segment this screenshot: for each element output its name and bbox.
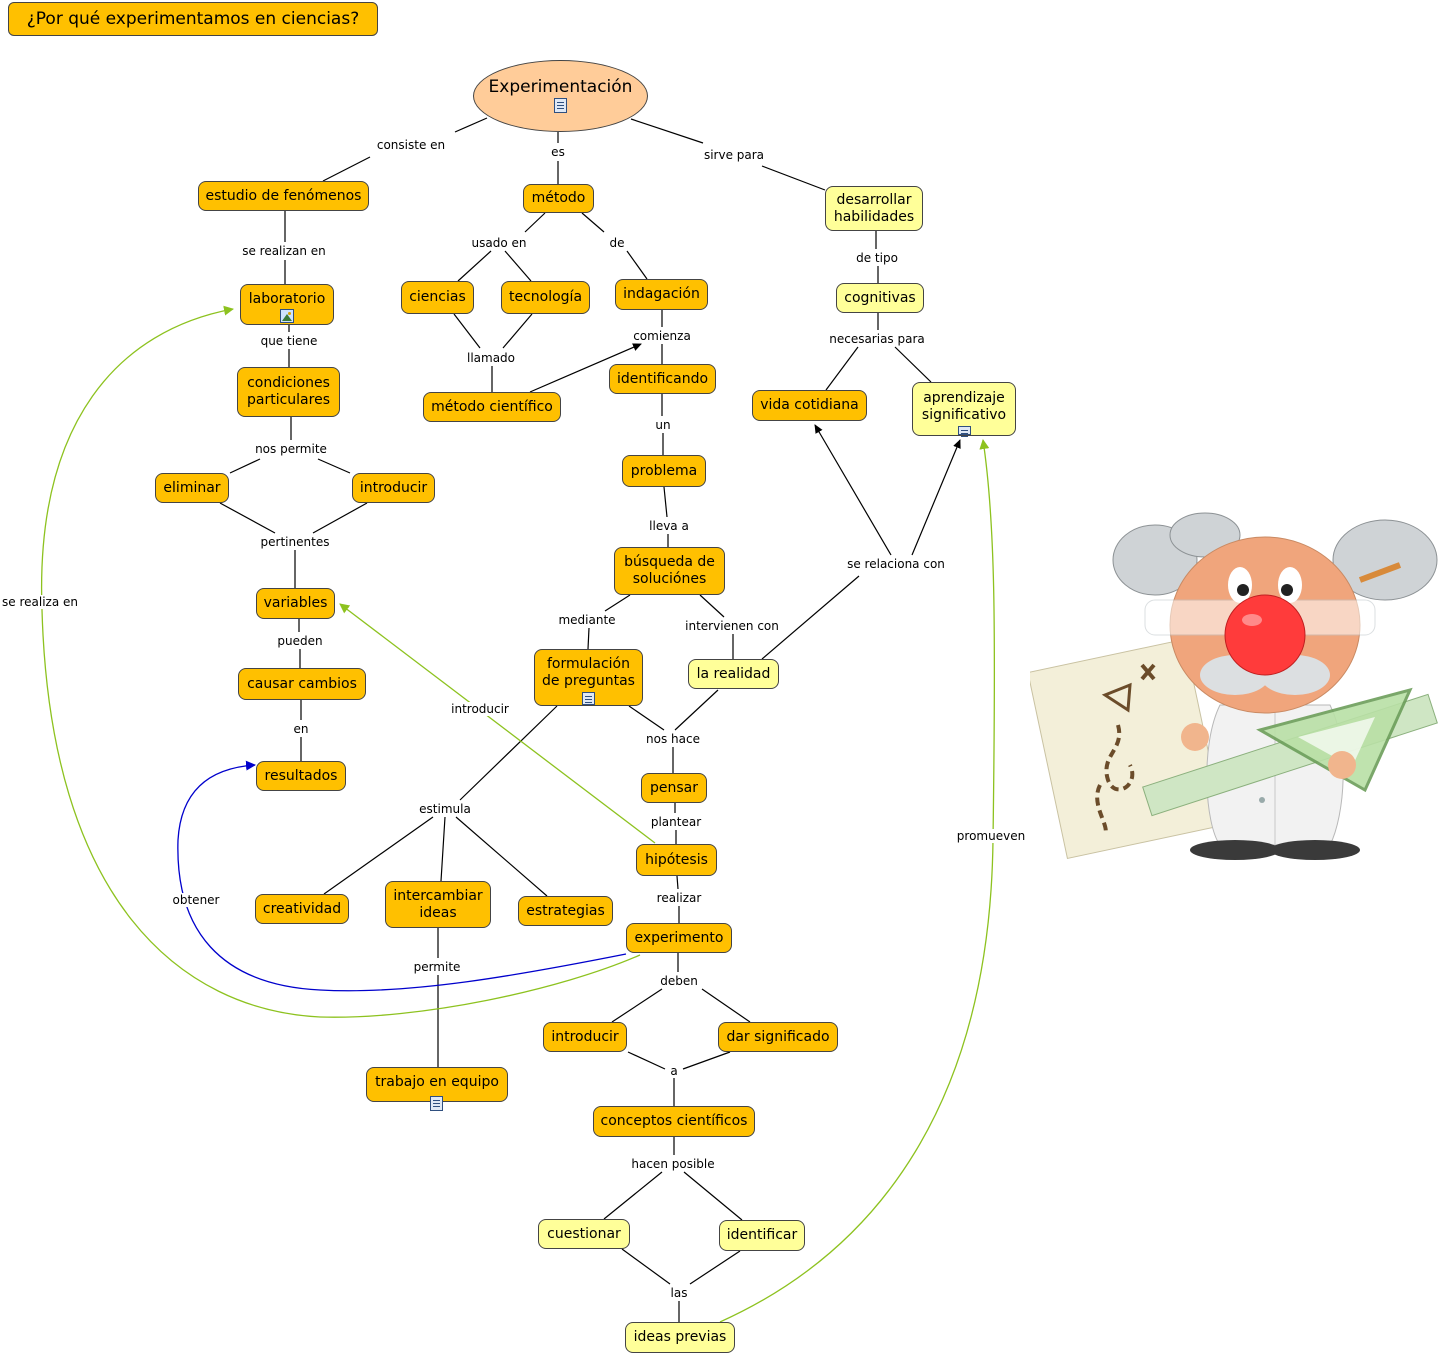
- link-label: que tiene: [258, 334, 320, 348]
- link-label: pertinentes: [258, 535, 332, 549]
- link-label: introducir: [449, 702, 511, 716]
- link-label: lleva a: [647, 519, 691, 533]
- link-label: obtener: [170, 893, 222, 907]
- concept-label: aprendizaje significativo: [921, 390, 1007, 423]
- concept-formulacion-preguntas[interactable]: formulación de preguntas: [534, 649, 643, 706]
- concept-aprendizaje-significativo[interactable]: aprendizaje significativo: [912, 382, 1016, 436]
- document-icon[interactable]: [430, 1096, 443, 1111]
- link-label: de tipo: [854, 251, 900, 265]
- link-label: es: [549, 145, 567, 159]
- concept-label: trabajo en equipo: [375, 1074, 499, 1090]
- link-label: mediante: [556, 613, 618, 627]
- concept-indagacion[interactable]: indagación: [615, 279, 708, 310]
- concept-experimento[interactable]: experimento: [626, 923, 732, 953]
- link-label: comienza: [631, 329, 693, 343]
- link-label: nos permite: [253, 442, 329, 456]
- document-icon[interactable]: [582, 692, 595, 705]
- concept-pensar[interactable]: pensar: [641, 773, 707, 803]
- link-label: intervienen con: [683, 619, 781, 633]
- link-label: nos hace: [644, 732, 702, 746]
- concept-identificando[interactable]: identificando: [609, 364, 716, 394]
- link-label: de: [607, 236, 627, 250]
- link-label: estimula: [417, 802, 473, 816]
- concept-estrategias[interactable]: estrategias: [518, 896, 613, 926]
- concept-metodo-cientifico[interactable]: método científico: [423, 392, 561, 422]
- concept-tecnologia[interactable]: tecnología: [501, 281, 590, 314]
- map-title: ¿Por qué experimentamos en ciencias?: [8, 2, 378, 36]
- concept-busqueda-soluciones[interactable]: búsqueda de soluciónes: [614, 547, 725, 595]
- concept-desarrollar-habilidades[interactable]: desarrollar habilidades: [825, 186, 923, 231]
- concept-vida-cotidiana[interactable]: vida cotidiana: [752, 390, 867, 421]
- concept-identificar[interactable]: identificar: [719, 1220, 805, 1251]
- concept-ideas-previas[interactable]: ideas previas: [625, 1322, 735, 1353]
- scientist-illustration: [1030, 512, 1438, 860]
- concept-ciencias[interactable]: ciencias: [401, 281, 474, 314]
- concept-cognitivas[interactable]: cognitivas: [836, 283, 924, 313]
- concept-dar-significado[interactable]: dar significado: [718, 1022, 838, 1052]
- link-label: realizar: [654, 891, 704, 905]
- image-icon[interactable]: [280, 309, 294, 323]
- concept-conceptos-cientificos[interactable]: conceptos científicos: [593, 1106, 755, 1137]
- concept-introducir[interactable]: introducir: [352, 473, 435, 503]
- link-label: deben: [658, 974, 700, 988]
- link-label: en: [291, 722, 311, 736]
- concept-eliminar[interactable]: eliminar: [155, 473, 229, 503]
- link-label: usado en: [469, 236, 529, 250]
- concept-creatividad[interactable]: creatividad: [255, 894, 349, 924]
- concept-introducir-2[interactable]: introducir: [543, 1022, 627, 1052]
- concept-variables[interactable]: variables: [256, 588, 335, 619]
- concept-intercambiar-ideas[interactable]: intercambiar ideas: [385, 881, 491, 928]
- link-label: un: [653, 418, 673, 432]
- concept-causar-cambios[interactable]: causar cambios: [238, 668, 366, 700]
- concept-experimentacion[interactable]: Experimentación: [473, 60, 648, 132]
- link-label: promueven: [954, 829, 1028, 843]
- link-label: plantear: [648, 815, 704, 829]
- concept-la-realidad[interactable]: la realidad: [688, 659, 779, 689]
- link-label: se realiza en: [0, 595, 80, 609]
- concept-cuestionar[interactable]: cuestionar: [538, 1219, 630, 1249]
- link-label: permite: [411, 960, 463, 974]
- concept-label: Experimentación: [488, 77, 633, 97]
- concept-resultados[interactable]: resultados: [256, 761, 346, 791]
- concept-condiciones-particulares[interactable]: condiciones particulares: [237, 367, 340, 417]
- link-label: sirve para: [701, 148, 767, 162]
- concept-label: formulación de preguntas: [542, 656, 635, 689]
- document-icon[interactable]: [554, 98, 567, 113]
- link-label: se relaciona con: [845, 557, 947, 571]
- concept-hipotesis[interactable]: hipótesis: [636, 844, 717, 876]
- link-label: consiste en: [374, 138, 448, 152]
- link-label: llamado: [464, 351, 518, 365]
- concept-problema[interactable]: problema: [622, 455, 706, 487]
- link-label: pueden: [275, 634, 325, 648]
- concept-estudio-fenomenos[interactable]: estudio de fenómenos: [198, 181, 369, 211]
- document-icon[interactable]: [957, 426, 971, 435]
- link-label: a: [668, 1064, 680, 1078]
- link-label: se realizan en: [240, 244, 328, 258]
- concept-metodo[interactable]: método: [523, 184, 594, 213]
- concept-label: laboratorio: [248, 291, 326, 307]
- link-label: las: [668, 1286, 690, 1300]
- link-label: necesarias para: [827, 332, 927, 346]
- link-label: hacen posible: [629, 1157, 717, 1171]
